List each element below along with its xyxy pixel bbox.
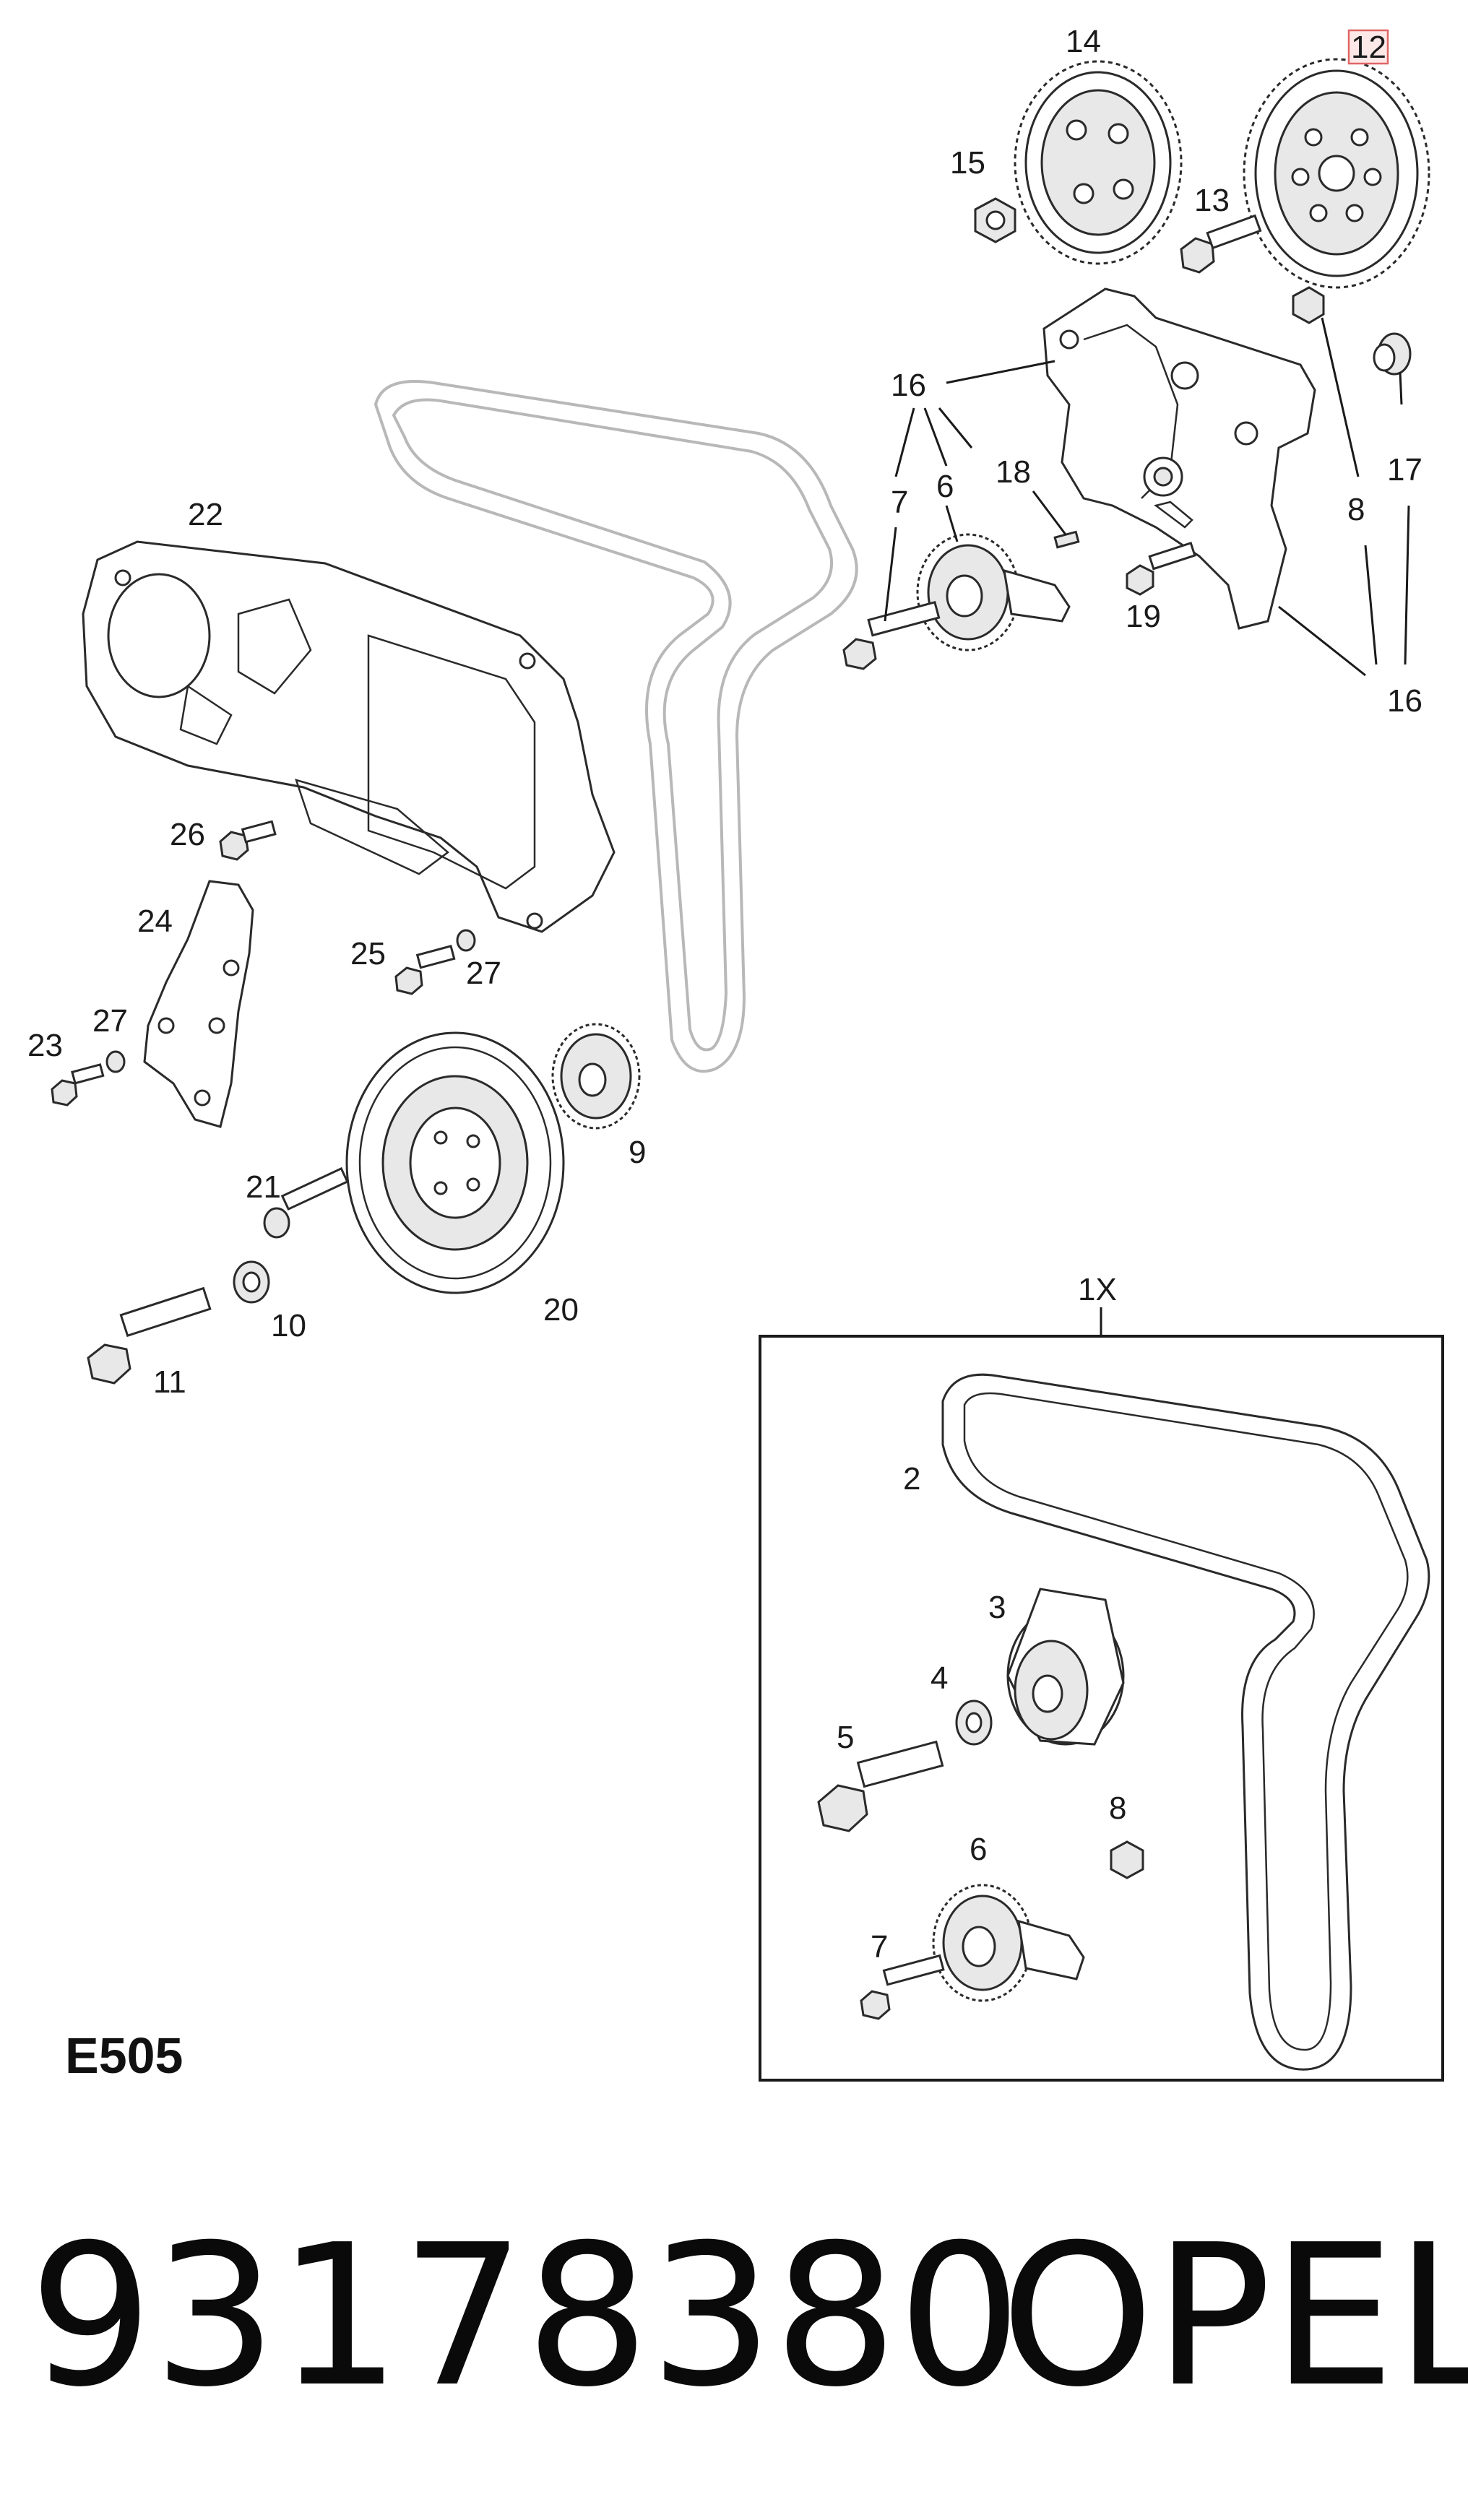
highlight-box-12 [1347,29,1389,65]
washer-27-right [456,929,476,952]
callout-19: 19 [1126,599,1161,634]
kit-bolt-5 [817,1740,944,1832]
callout-15: 15 [950,145,985,181]
bushing-17 [1373,332,1412,376]
kit-label: 1X [1078,1272,1117,1307]
bolt-7-top [842,600,941,670]
kit-nut-8 [1110,1840,1144,1879]
callout-17: 17 [1387,452,1422,488]
bolt-11 [87,1286,212,1385]
callout-10: 10 [271,1308,306,1343]
callout-2: 2 [903,1461,920,1497]
brand-name: OPEL [1001,2202,1468,2430]
callout-20: 20 [543,1292,579,1328]
tensioner-6-top [916,533,1071,651]
pulley-20 [345,1031,565,1294]
callout-8-top: 8 [1347,492,1365,527]
bolt-26 [219,820,277,861]
bolt-21 [263,1166,349,1239]
leader-lines [884,317,1410,677]
timing-belt-ghost [374,380,858,1073]
callout-27-left: 27 [92,1003,128,1039]
callout-27-right: 27 [466,956,501,991]
camshaft-gear-14 [1014,60,1183,265]
washer-27-left [105,1050,126,1073]
callout-16-right: 16 [1387,683,1422,719]
callout-3: 3 [988,1590,1006,1625]
callout-12: 12 [1351,30,1386,65]
kit-tensioner-6 [932,1884,1085,2002]
callout-14: 14 [1066,24,1101,59]
callout-21: 21 [246,1169,281,1205]
callout-24: 24 [137,904,173,939]
callout-13: 13 [1194,183,1230,218]
kit-washer-4 [955,1700,993,1746]
callout-6-kit: 6 [970,1832,987,1867]
kit-timing-belt-2 [941,1373,1430,2071]
bracket-24 [143,880,254,1128]
bolt-25 [394,945,456,995]
kit-idler-3 [1006,1588,1125,1746]
nut-15 [974,197,1016,243]
bracket-16 [1042,287,1316,630]
callout-9: 9 [629,1135,646,1170]
callout-7-top: 7 [891,485,908,520]
kit-bolt-7 [860,1954,945,2020]
callout-16-top: 16 [891,368,926,403]
crankshaft-sprocket-9 [551,1023,641,1130]
callout-7-kit: 7 [871,1929,888,1965]
callout-5: 5 [837,1720,854,1755]
bolt-19 [1126,542,1196,596]
callout-23: 23 [27,1028,63,1063]
callout-26: 26 [170,817,205,852]
washer-10 [233,1260,270,1304]
part-number: 93178380 [29,2202,1022,2430]
bolt-13 [1180,214,1262,274]
callout-4: 4 [931,1660,948,1696]
nut-8-top [1292,286,1325,324]
stud-18 [1053,530,1080,549]
diagram-code: E505 [65,2027,183,2084]
bolt-23 [51,1063,105,1107]
timing-cover-22 [82,540,616,933]
callout-25: 25 [350,936,386,971]
callout-11: 11 [153,1364,186,1400]
callout-22: 22 [188,497,223,532]
callout-8-kit: 8 [1109,1791,1126,1826]
callout-labels: 14 12 15 13 16 7 6 18 17 8 19 16 22 26 2… [27,24,1422,1965]
callout-6-top: 6 [936,469,954,504]
camshaft-gear-12 [1243,58,1430,289]
callout-18: 18 [996,454,1031,490]
